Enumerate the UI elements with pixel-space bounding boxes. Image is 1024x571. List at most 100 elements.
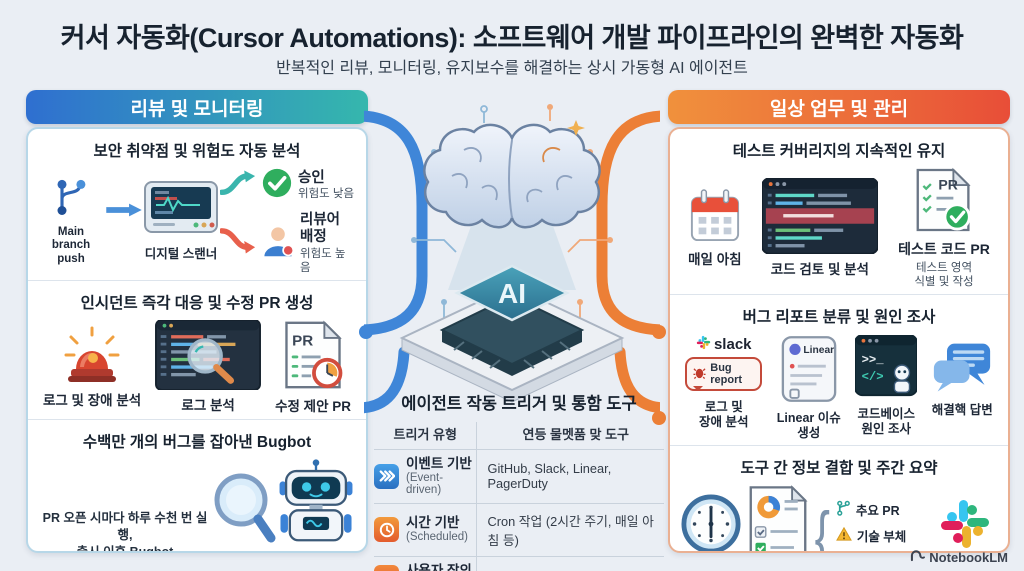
right-panel-body: 테스트 커버리지의 지속적인 유지 <box>668 127 1010 553</box>
lock-icon <box>836 552 850 553</box>
triage-items: slack Bug report 로그 및 장애 분석 <box>678 333 1000 441</box>
branch-icon <box>836 500 851 519</box>
log-analysis-editor-icon <box>155 318 262 395</box>
bugbot-content: PR 오픈 시마다 하루 수천 번 실행, 출시 이후 Bugbot <box>36 458 358 553</box>
section-title: 보안 취약점 및 위험도 자동 분석 <box>93 143 301 160</box>
coverage-item-label: 코드 검토 및 분석 <box>770 262 869 278</box>
trigger-tools: GitHub, Slack, Linear, PagerDuty <box>476 449 664 504</box>
col-tools: 연등 물멧품 맞 도구 <box>476 422 664 450</box>
brand-footer: NotebookLM <box>910 549 1008 565</box>
terminal-robot-icon: >>_ </> <box>854 333 919 404</box>
pr-glyph: PR <box>292 332 313 349</box>
robot-icon <box>278 458 354 549</box>
bug-icon <box>693 366 706 382</box>
trigger-type-sublabel: (Event-driven) <box>406 471 444 496</box>
blue-connector-dot <box>359 325 373 339</box>
summary-bullets: 추요 PR 기술 부체 <box>835 500 927 553</box>
weekly-report-doc-icon <box>747 484 809 551</box>
notebooklm-icon <box>910 549 926 565</box>
section-title: 수백만 개의 버그를 잡아낸 Bugbot <box>82 433 312 451</box>
terminal-code-glyph: </> <box>862 370 884 384</box>
bugbot-robot: Bugbot <box>278 458 354 553</box>
linear-card-icon: Linear <box>781 335 837 408</box>
summary-items: 매주 <box>678 484 1000 553</box>
incident-item: 로그 분석 <box>155 318 262 414</box>
pr-document-clock-icon: PR <box>282 319 344 396</box>
bullet-item: 추요 PR <box>836 500 927 519</box>
git-branch-icon <box>53 176 89 223</box>
table-row: 이벤트 기반 (Event-driven) GitHub, Slack, Lin… <box>374 449 664 504</box>
curved-arrow-down-icon <box>218 227 256 260</box>
daily-ops-panel: 일상 업무 및 관리 테스트 커버리지의 지속적인 유지 <box>668 90 1010 553</box>
weekly-summary-section: 도구 간 정보 결합 및 주간 요약 <box>670 444 1008 553</box>
security-flow: Main branch push <box>36 167 358 276</box>
bullet-label: 추요 PR <box>855 504 900 519</box>
bug-report-text: Bug report <box>710 361 743 386</box>
assign-sublabel: 위험도 높음 <box>300 247 346 275</box>
coverage-item-label: 매일 아침 <box>688 252 742 268</box>
bullet-label: 기술 부체 <box>856 530 907 545</box>
page-title: 커서 자동화(Cursor Automations): 소프트웨어 개발 파이프… <box>60 23 964 53</box>
assign-outcome: 리뷰어 배정 위험도 높음 <box>218 212 356 276</box>
outcomes: 승인 위험도 낮음 <box>218 167 356 276</box>
approve-outcome: 승인 위험도 낮음 <box>218 167 356 204</box>
triage-item: Linear Linear 이슈 생성 <box>777 335 841 441</box>
triage-item-label: 로그 및 장애 분석 <box>699 399 749 429</box>
section-title: 도구 간 정보 결합 및 주간 요약 <box>740 459 938 477</box>
curved-arrow-up-icon <box>218 169 256 202</box>
left-panel-header: 리뷰 및 모니터링 <box>26 90 368 124</box>
assign-text: 리뷰어 배정 위험도 높음 <box>300 212 356 276</box>
incident-items: 로그 및 장애 분석 <box>36 318 358 415</box>
trigger-type-sublabel: (Scheduled) <box>406 531 469 544</box>
orange-connector-dot <box>652 325 666 339</box>
section-title: 버그 리포트 분류 및 원인 조사 <box>742 308 936 326</box>
incident-item-label: 수정 제안 PR <box>275 398 352 414</box>
slack-wordmark: slack <box>696 335 752 354</box>
incident-item-label: 로그 및 장애 분석 <box>42 392 142 408</box>
pr-glyph: PR <box>938 177 958 193</box>
incident-response-section: 인시던트 즉각 대응 및 수정 PR 생성 <box>28 279 366 419</box>
orange-connector-dot <box>652 411 666 425</box>
coverage-item: 매일 아침 <box>688 188 742 268</box>
trigger-table: 트리거 유형 연등 물멧품 맞 도구 이벤트 기반 (Event-driven) <box>374 422 664 571</box>
page-subtitle: 반복적인 리뷰, 모니터링, 유지보수를 해결하는 상시 가동형 AI 에이전트 <box>276 60 748 77</box>
slack-icon <box>938 497 992 551</box>
siren-icon <box>63 325 121 390</box>
incident-item: 로그 및 장애 분석 <box>43 325 141 409</box>
check-circle-icon <box>261 167 293 204</box>
security-analysis-section: 보안 취약점 및 위험도 자동 분석 Main branch push <box>28 129 366 280</box>
trigger-type-label: 사용자 장의 <box>406 562 472 571</box>
bugbot-label: Bugbot <box>281 552 351 553</box>
ai-chip-label: AI <box>498 278 526 309</box>
coverage-item-label: 테스트 코드 PR <box>898 241 990 257</box>
brain-icon <box>423 104 601 229</box>
clock-icon <box>681 494 741 551</box>
trigger-type-label: 시간 기반 <box>406 515 460 531</box>
bugbot-section: 수백만 개의 버그를 잡아낸 Bugbot PR 오픈 시마다 하루 수천 번 … <box>28 418 366 553</box>
connector-pipes <box>364 110 660 414</box>
trigger-tools: Cron 작업 (2시간 주기, 매일 아침 등) <box>476 502 664 557</box>
scanner-label: 디지털 스랜너 <box>144 246 218 261</box>
triage-item: slack Bug report 로그 및 장애 분석 <box>685 335 763 430</box>
summary-item: 주아 요약 <box>747 484 809 551</box>
warning-icon <box>835 526 852 544</box>
slack-icon <box>696 335 711 354</box>
trigger-table-block: 에이전트 작동 트리거 및 통함 도구 트리거 유형 연등 물멧품 맞 도구 <box>374 390 664 571</box>
pr-document-check-icon: PR <box>914 167 974 238</box>
terminal-prompt-glyph: >>_ <box>862 353 885 367</box>
coverage-item: 코드 검토 및 분석 <box>760 177 879 278</box>
bug-report-bubble: Bug report <box>685 356 763 391</box>
coverage-items: 매일 아침 <box>678 167 1000 290</box>
triage-item-label: 해결핵 답변 <box>931 402 993 417</box>
code-review-editor-icon <box>760 177 879 259</box>
test-coverage-section: 테스트 커버리지의 지속적인 유지 <box>670 129 1008 294</box>
reviewer-person-icon <box>261 224 295 263</box>
linear-glyph: Linear <box>803 345 834 356</box>
chip-base <box>399 284 625 403</box>
section-title: 인시던트 즉각 대응 및 수정 PR 생성 <box>80 294 314 312</box>
brace-glyph: { <box>814 496 830 553</box>
calendar-icon <box>689 188 741 249</box>
triage-item-label: Linear 이슈 생성 <box>776 410 841 440</box>
main-branch-source: Main branch push <box>38 176 104 267</box>
